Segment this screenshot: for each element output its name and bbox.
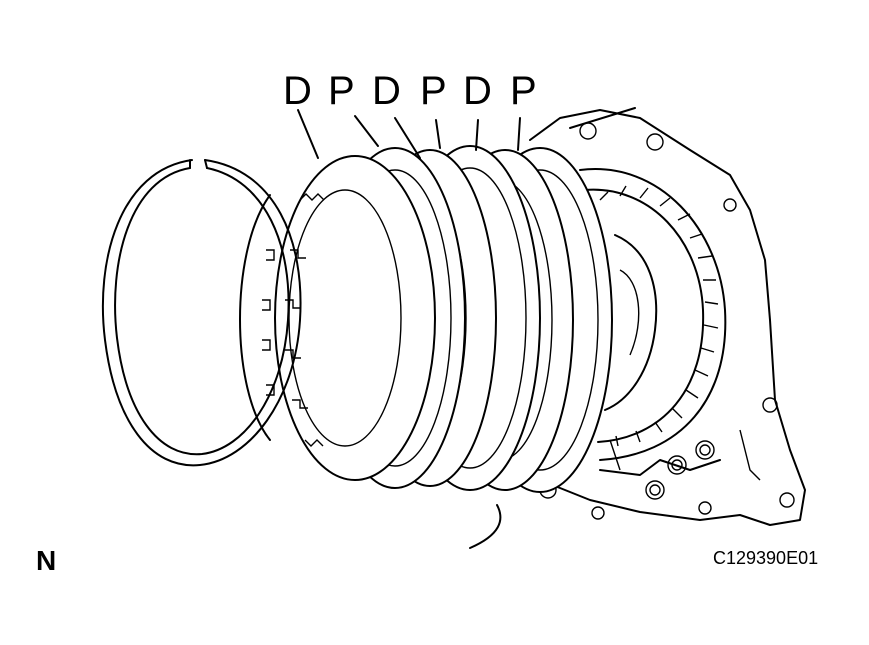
snap-ring xyxy=(101,159,302,467)
clutch-drum-splines xyxy=(579,168,761,500)
plate-label-p: P xyxy=(420,69,447,113)
transmission-case xyxy=(469,107,806,549)
leader-lines xyxy=(297,109,521,159)
plate-label-d: D xyxy=(283,69,312,113)
plate-label-d: D xyxy=(463,69,492,113)
plate-label-p: P xyxy=(510,69,537,113)
friction-disc xyxy=(274,155,436,481)
plate-label-d: D xyxy=(372,69,401,113)
plate-sequence-labels: D P D P D P xyxy=(283,69,537,113)
figure-code: C129390E01 xyxy=(713,548,818,568)
corner-mark: N xyxy=(36,545,56,576)
clutch-plate-stack xyxy=(239,145,613,493)
plate-label-p: P xyxy=(328,69,355,113)
